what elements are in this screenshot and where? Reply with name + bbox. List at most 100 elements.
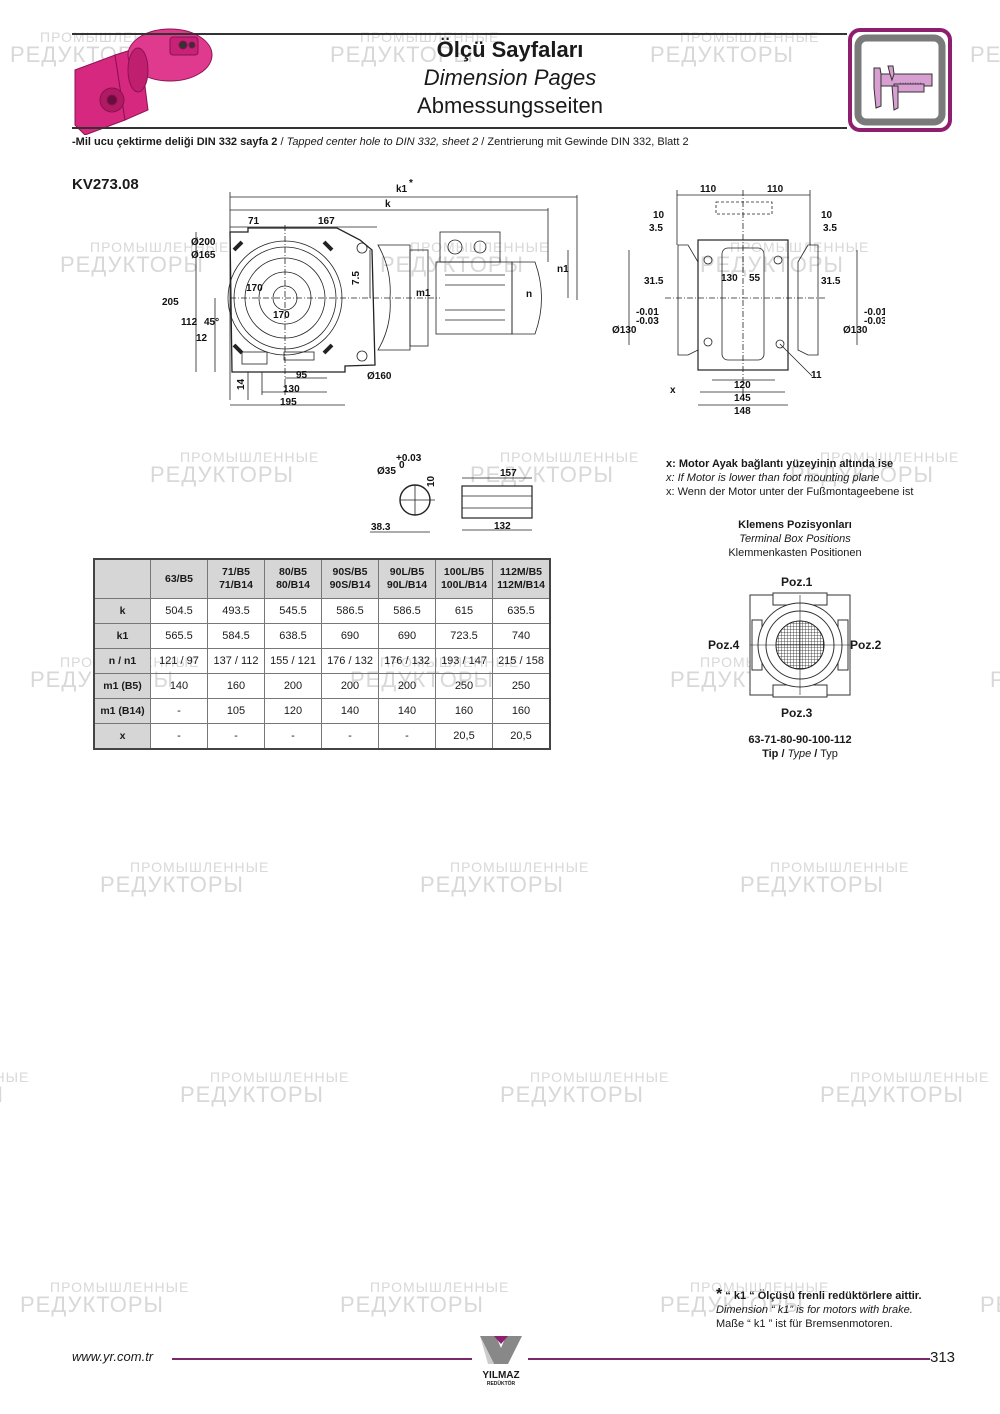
k1-footnote: * “ k1 “ Ölçüsü frenli redüktörlere aitt… [716,1286,922,1331]
table-cell: 690 [378,623,436,649]
tol-upper-left: -0.01 [636,307,659,318]
footnote-en: Dimension “ k1” is for motors with brake… [716,1304,913,1316]
table-cell: 586.5 [321,598,379,624]
row-header: m1 (B14) [93,698,151,724]
footnote-star: * [716,1286,723,1303]
dim-shaft-10: 10 [426,475,437,487]
table-row: m1 (B5) 140 160 200 200 200 250 250 [93,673,551,699]
table-cell: 137 / 112 [207,648,265,674]
table-row: k 504.5 493.5 545.5 586.5 586.5 615 635.… [93,598,551,624]
table-corner [93,558,151,599]
dim-45: 45° [204,317,219,328]
dim-k1-star: * [409,178,413,189]
table-cell: 493.5 [207,598,265,624]
dim-71: 71 [248,216,260,227]
col-label: 90L/B14 [386,579,428,591]
product-image [70,25,230,136]
title-de: Abmessungsseiten [417,93,603,118]
dim-110b: 110 [767,184,784,195]
dim-n: n [526,289,532,300]
tol-lower-left: -0.03 [636,316,659,327]
col-label: 71/B14 [219,579,253,591]
col-header: 63/B5 [150,558,208,599]
table-cell: 504.5 [150,598,208,624]
table-cell: 723.5 [435,623,493,649]
dim-160: Ø160 [367,371,392,382]
dim-m1: m1 [416,288,431,299]
footnote-de: Maße “ k1 ” ist für Bremsenmotoren. [716,1318,893,1330]
table-cell: 638.5 [264,623,322,649]
table-cell: 176 / 132 [321,648,379,674]
model-code: KV273.08 [72,176,139,193]
table-cell: 160 [207,673,265,699]
dim-165: Ø165 [191,250,216,261]
type-list: 63-71-80-90-100-112 [748,734,852,746]
table-cell: 160 [492,698,551,724]
x-note: x: Motor Ayak bağlantı yüzeyinin altında… [666,457,913,499]
dim-205: 205 [162,297,179,308]
col-label: 63/B5 [164,572,194,585]
x-note-en: x: If Motor is lower than foot mounting … [666,472,880,484]
type-de: Typ [820,748,838,760]
note-sep: / [481,136,485,148]
table-cell: 155 / 121 [264,648,322,674]
dim-55: 55 [749,273,761,284]
table-cell: 565.5 [150,623,208,649]
dim-12: 12 [196,333,208,344]
din-note-en: Tapped center hole to DIN 332, sheet 2 [286,136,479,148]
dim-145: 145 [734,393,751,404]
dim-shaft-132: 132 [494,521,511,532]
dim-shaft-38-3: 38.3 [371,522,391,533]
table-cell: 250 [492,673,551,699]
table-cell: 215 / 158 [492,648,551,674]
dim-31-5a: 31.5 [644,276,664,287]
table-cell: 176 / 132 [378,648,436,674]
dim-10a: 10 [653,210,665,221]
col-label: 90L/B5 [389,566,425,578]
caliper-icon [848,28,952,132]
footer-line-right [528,1358,930,1360]
poz-1-label: Poz.1 [781,575,813,589]
brand-sub: REDÜKTÖR [486,1381,516,1387]
dim-14: 14 [236,378,247,390]
row-header: k [93,598,151,624]
dim-95: 95 [296,370,308,381]
table-row: x - - - - - 20,5 20,5 [93,723,551,750]
table-cell: 193 / 147 [435,648,493,674]
table-row: m1 (B14) - 105 120 140 140 160 160 [93,698,551,724]
type-tr: Tip [762,748,779,760]
dim-170b: 170 [273,310,290,321]
motor-types: 63-71-80-90-100-112 Tip / Type / Typ [690,733,910,761]
dim-170a: 170 [246,283,263,294]
col-label: 100L/B5 [443,566,485,578]
table-row: k1 565.5 584.5 638.5 690 690 723.5 740 [93,623,551,649]
dim-195: 195 [280,397,297,408]
header-top-rule [72,33,847,35]
table-cell: 200 [378,673,436,699]
table-cell: 200 [321,673,379,699]
table-cell: 121 / 97 [150,648,208,674]
table-cell: - [207,723,265,750]
terminal-title-en: Terminal Box Positions [739,533,851,545]
x-note-de: x: Wenn der Motor unter der Fußmontageeb… [666,486,914,498]
dim-n1: n1 [557,264,569,275]
col-label: 80/B5 [278,566,308,578]
title-en: Dimension Pages [423,65,597,90]
footer-line-left [172,1358,472,1360]
table-cell: 120 [264,698,322,724]
dim-130: 130 [283,384,300,395]
poz-2-label: Poz.2 [850,638,882,652]
footer-url[interactable]: www.yr.com.tr [72,1349,154,1364]
table-cell: 615 [435,598,493,624]
type-label: Tip / Type / Typ [690,747,910,761]
terminal-box-diagram [745,590,855,700]
table-cell: 160 [435,698,493,724]
